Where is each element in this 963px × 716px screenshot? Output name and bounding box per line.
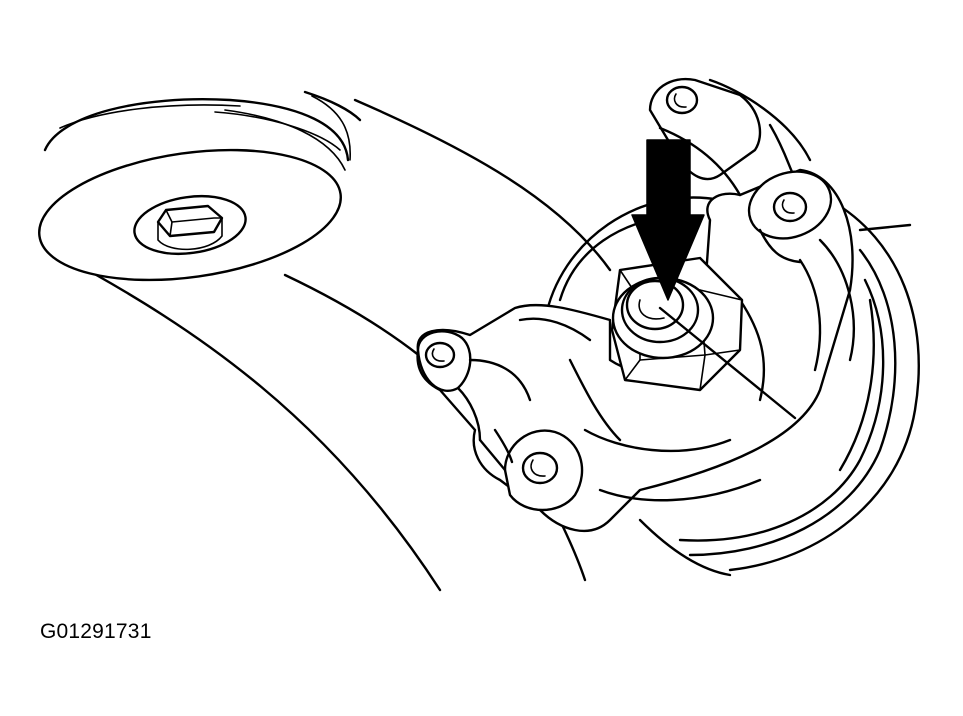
figure-id-label: G01291731: [40, 620, 152, 643]
bottom-mounting-boss: [478, 428, 584, 512]
drive-pulley: [543, 196, 920, 577]
idler-pulley: [38, 95, 351, 282]
leader-line: [658, 306, 797, 420]
left-mounting-boss: [416, 330, 482, 442]
right-mounting-boss: [747, 170, 833, 264]
top-mounting-hole: [665, 85, 699, 115]
pulley-bolt-head: [156, 204, 224, 251]
pivot-bolt: [610, 256, 744, 392]
down-arrow-icon: [631, 139, 705, 301]
